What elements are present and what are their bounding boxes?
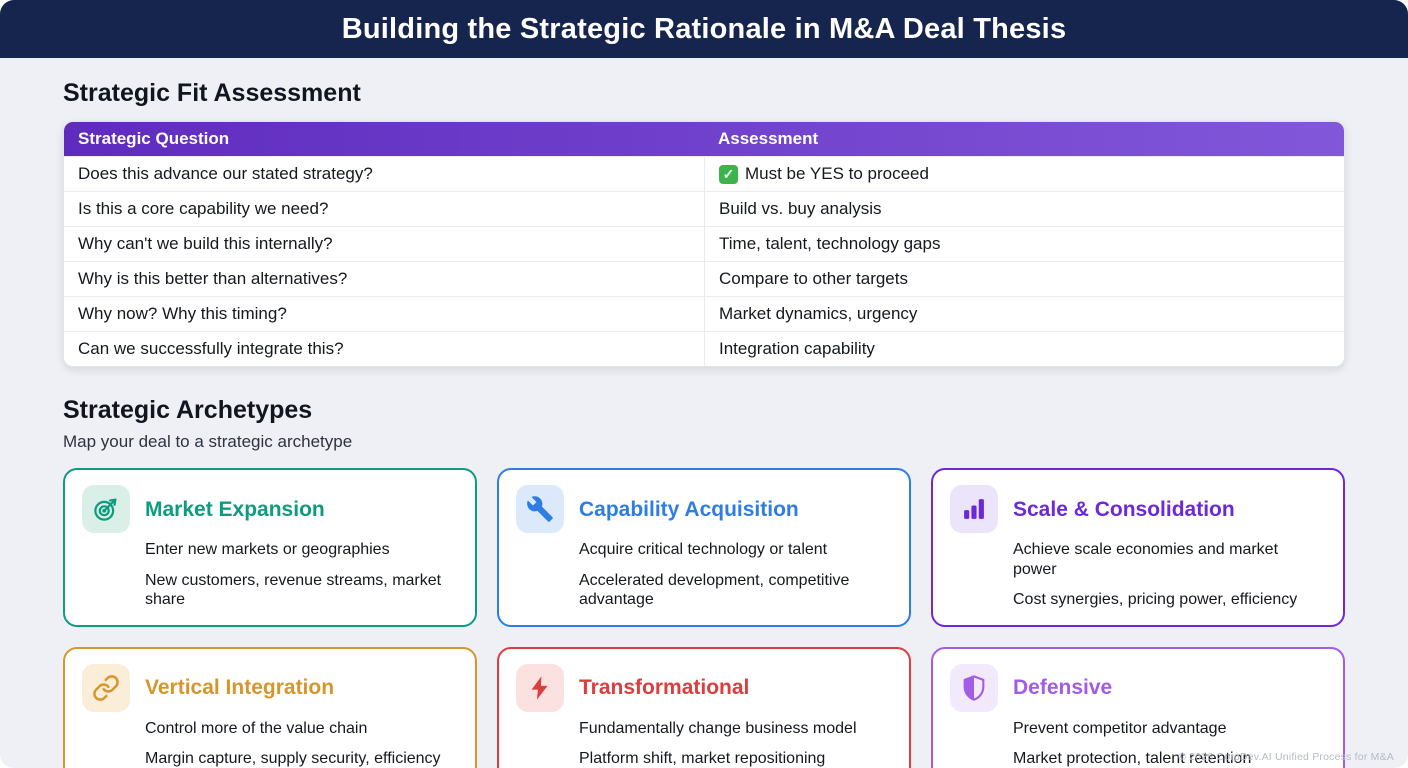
assessment-table: Strategic Question Assessment Does this … [63, 121, 1345, 367]
archetype-card-defensive: Defensive Prevent competitor advantage M… [931, 646, 1345, 768]
archetypes-heading: Strategic Archetypes [63, 396, 313, 424]
assessment-cell: Compare to other targets [704, 262, 1344, 296]
card-description: Control more of the value chain [145, 719, 368, 737]
table-row: Why can't we build this internally? Time… [64, 226, 1344, 261]
assessment-cell: Build vs. buy analysis [704, 192, 1344, 226]
card-title: Vertical Integration [145, 676, 335, 700]
table-row: Is this a core capability we need? Build… [64, 191, 1344, 226]
archetype-card-vertical-integration: Vertical Integration Control more of the… [63, 646, 477, 768]
chain-link-icon [82, 663, 130, 712]
archetype-card-capability-acquisition: Capability Acquisition Acquire critical … [497, 468, 911, 627]
table-header-row: Strategic Question Assessment [64, 122, 1344, 156]
table-row: Why now? Why this timing? Market dynamic… [64, 296, 1344, 331]
assessment-heading: Strategic Fit Assessment [63, 79, 361, 107]
question-cell: Why can't we build this internally? [78, 234, 333, 253]
card-description: Fundamentally change business model [579, 719, 857, 737]
question-cell: Does this advance our stated strategy? [78, 164, 373, 183]
assessment-cell: Time, talent, technology gaps [704, 227, 1344, 261]
question-cell: Is this a core capability we need? [78, 199, 329, 218]
card-title: Scale & Consolidation [1013, 497, 1235, 521]
card-description: Achieve scale economies and market power [1013, 541, 1279, 578]
assessment-cell: ✓ Must be YES to proceed [704, 157, 1344, 191]
target-icon [82, 485, 130, 533]
column-header-assessment: Assessment [718, 129, 819, 148]
table-row: Can we successfully integrate this? Inte… [64, 331, 1344, 366]
assessment-cell: Market dynamics, urgency [704, 297, 1344, 331]
question-cell: Can we successfully integrate this? [78, 339, 344, 358]
lightning-icon [516, 663, 564, 712]
copyright-note: © 2026 CorpDev.AI Unified Process for M&… [1178, 751, 1394, 763]
card-description: Enter new markets or geographies [145, 541, 390, 558]
table-row: Does this advance our stated strategy? ✓… [64, 156, 1344, 191]
card-drivers: Platform shift, market repositioning [579, 750, 826, 768]
assessment-text: Must be YES to proceed [745, 164, 929, 183]
check-icon: ✓ [719, 164, 738, 184]
card-drivers: Cost synergies, pricing power, efficienc… [1013, 591, 1298, 609]
column-header-question: Strategic Question [78, 129, 230, 148]
card-drivers: Margin capture, supply security, efficie… [145, 750, 441, 768]
card-drivers: New customers, revenue streams, market s… [145, 571, 442, 609]
question-cell: Why is this better than alternatives? [78, 269, 348, 288]
archetype-card-scale-consolidation: Scale & Consolidation Achieve scale econ… [931, 468, 1345, 627]
wrench-icon [516, 485, 564, 533]
title-bar: Building the Strategic Rationale in M&A … [0, 0, 1408, 58]
card-description: Prevent competitor advantage [1013, 719, 1227, 737]
question-cell: Why now? Why this timing? [78, 304, 287, 323]
page-title: Building the Strategic Rationale in M&A … [341, 12, 1067, 45]
card-drivers: Accelerated development, competitive adv… [579, 571, 850, 609]
archetype-card-transformational: Transformational Fundamentally change bu… [497, 646, 911, 768]
bar-chart-icon [950, 485, 998, 533]
archetype-card-market-expansion: Market Expansion Enter new markets or ge… [63, 468, 477, 627]
card-description: Acquire critical technology or talent [579, 541, 828, 558]
table-row: Why is this better than alternatives? Co… [64, 261, 1344, 296]
archetype-card-grid: Market Expansion Enter new markets or ge… [63, 468, 1345, 768]
card-title: Defensive [1013, 676, 1113, 700]
card-title: Transformational [579, 676, 750, 700]
slide-content: Strategic Fit Assessment Strategic Quest… [0, 58, 1408, 768]
assessment-cell: Integration capability [704, 332, 1344, 366]
card-title: Capability Acquisition [579, 497, 799, 521]
archetypes-subheading: Map your deal to a strategic archetype [63, 432, 353, 451]
shield-icon [950, 663, 998, 712]
card-title: Market Expansion [145, 497, 325, 521]
card-drivers: Market protection, talent retention [1013, 750, 1252, 768]
